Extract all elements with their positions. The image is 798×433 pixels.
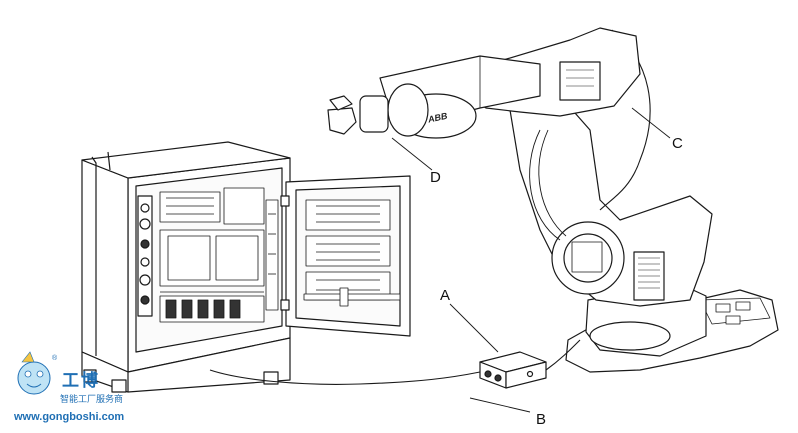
cabinet-modules [159, 187, 279, 323]
watermark-brand: 工博 [62, 370, 100, 391]
watermark: ® 工博 智能工厂服务商 www.gongboshi.com [13, 351, 124, 423]
mascot-icon [17, 351, 51, 395]
connector-box [479, 351, 547, 389]
cabinet-door [280, 175, 411, 337]
industrial-robot [327, 27, 779, 373]
watermark-subtitle: 智能工厂服务商 [60, 393, 123, 405]
cables [209, 339, 581, 385]
abb-logo: ABB [426, 111, 449, 125]
watermark-registered: ® [52, 354, 58, 362]
controller-cabinet [81, 141, 411, 393]
callout-a: A [440, 287, 450, 304]
watermark-url: www.gongboshi.com [13, 411, 124, 423]
callout-b: B [536, 411, 546, 428]
control-panel-buttons [137, 195, 153, 317]
callout-d: D [430, 169, 441, 186]
callout-c: C [672, 135, 683, 152]
callout-leaders [391, 107, 671, 413]
